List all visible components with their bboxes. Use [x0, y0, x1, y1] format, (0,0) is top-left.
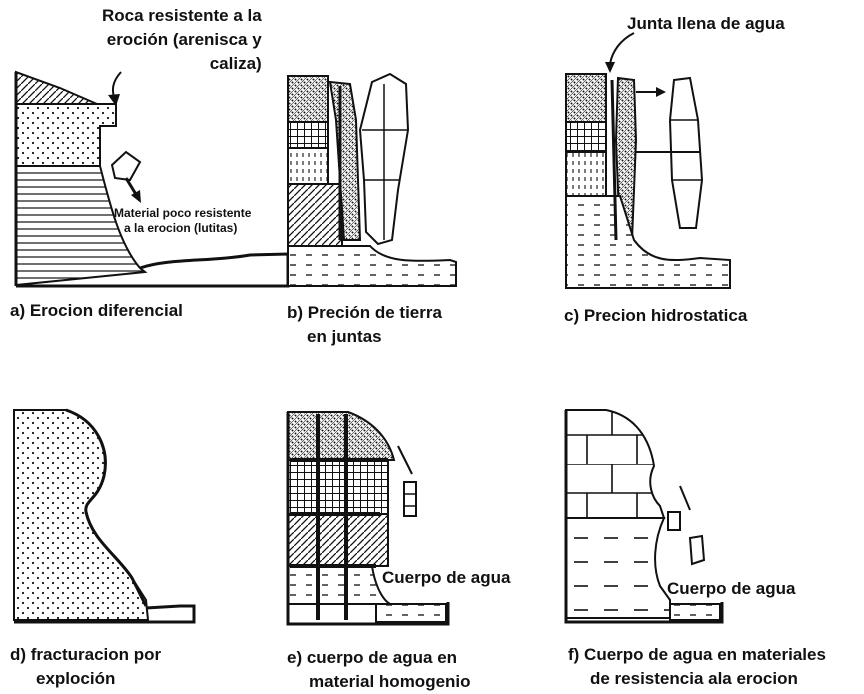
panel-f-annotation-water: Cuerpo de agua [667, 579, 796, 598]
panel-d-caption-line-1: d) fracturacion por [10, 645, 162, 664]
panel-e-rock-top [287, 411, 396, 461]
panel-e-caption-line-1: e) cuerpo de agua en [287, 648, 458, 667]
panel-f-diagram [564, 409, 724, 624]
panel-e-falling-block-joints [404, 493, 416, 507]
panel-c-push-arrowhead-1 [656, 87, 666, 97]
panel-b-diagram [287, 72, 457, 287]
panel-b-layer-grid [287, 121, 329, 149]
panel-e-caption-line-2: material homogenio [309, 672, 471, 691]
panel-e-base-outline [286, 412, 450, 626]
panel-c-diagram [565, 32, 731, 289]
panel-b-caption: b) Preción de tierra en juntas [287, 301, 442, 349]
panel-a-fall-arrowhead [131, 190, 141, 203]
panel-e-layer-grid [287, 459, 389, 515]
panel-b-layer-diag [287, 183, 343, 247]
panel-f-caption-line-2: de resistencia ala erocion [590, 669, 798, 688]
panel-f-base-outline [564, 410, 724, 624]
panel-b-column-2 [328, 80, 362, 241]
panel-a-annotation-weak-line-2: a la erocion (lutitas) [124, 221, 238, 235]
panel-a-annotation-line-3: caliza) [209, 54, 262, 73]
panel-d-caption-line-2: exploción [36, 669, 116, 688]
panel-c-caption: c) Precion hidrostatica [564, 306, 748, 325]
panel-f-water-body [669, 603, 721, 621]
panel-a-ground [16, 252, 290, 288]
panel-e-layer-dash [287, 565, 394, 605]
panel-a-layer-sandstone [15, 103, 117, 167]
panel-e-fall-trace [397, 445, 413, 475]
panel-a-falling-block [110, 150, 142, 182]
panel-f-caption: f) Cuerpo de agua en materiales de resis… [568, 643, 826, 691]
panel-c-block-joints [670, 119, 702, 181]
panel-e-joints [290, 414, 388, 620]
panel-b-block-joints [362, 84, 408, 240]
panel-a-diagram [14, 70, 290, 288]
panel-b-caption-line-1: b) Preción de tierra [287, 303, 442, 322]
panel-c-pointer-head [605, 62, 615, 73]
panel-b-base [287, 245, 457, 287]
panel-a-pointer-head [108, 94, 120, 106]
panel-f-strong-rock [565, 409, 666, 519]
panel-f-caption-line-1: f) Cuerpo de agua en materiales [568, 645, 826, 664]
panel-c-layer-vdash [565, 151, 607, 197]
panel-a-annotation-resistant: Roca resistente a la eroción (arenisca y… [102, 4, 262, 76]
panel-c-base [565, 195, 731, 289]
panel-b-layer-top [287, 75, 329, 123]
panel-d-diagram [13, 408, 196, 624]
panel-f-weak-rock [565, 517, 671, 619]
panel-c-annotation-water-joint: Junta llena de agua [627, 14, 785, 33]
panel-f-falling-block [688, 534, 706, 566]
panel-e-water-body [375, 603, 447, 623]
panel-a-annotation-weak: Material poco resistente a la erocion (l… [114, 206, 251, 236]
panel-f-fall-trace [679, 485, 691, 511]
panel-d-caption: d) fracturacion por exploción [10, 643, 161, 691]
panel-b-layer-vdash [287, 147, 329, 185]
panel-d-ground [14, 604, 196, 624]
panel-a-annotation-weak-line-1: Material poco resistente [114, 206, 252, 220]
panel-b-caption-line-2: en juntas [307, 327, 382, 346]
panel-e-diagram [286, 411, 450, 626]
panel-d-cliff-face [65, 408, 148, 607]
panel-e-annotation-water: Cuerpo de agua [382, 568, 511, 587]
panel-c-water-joint [610, 79, 618, 241]
panel-d-rock-mass [13, 409, 150, 621]
panel-e-falling-block [403, 481, 417, 517]
panel-a-annotation-line-1: Roca resistente a la [102, 6, 262, 25]
panel-c-layer-grid [565, 121, 607, 153]
panel-f-small-block [667, 511, 681, 531]
panel-a-annotation-line-2: eroción (arenisca y [106, 30, 262, 49]
panel-e-caption: e) cuerpo de agua en material homogenio [287, 646, 471, 694]
panel-a-caption: a) Erocion diferencial [10, 301, 183, 320]
panel-a-layer-resistant [15, 70, 98, 105]
panel-e-layer-diag [287, 513, 389, 567]
panel-c-pointer [609, 32, 635, 65]
panel-c-layer-top [565, 73, 607, 123]
